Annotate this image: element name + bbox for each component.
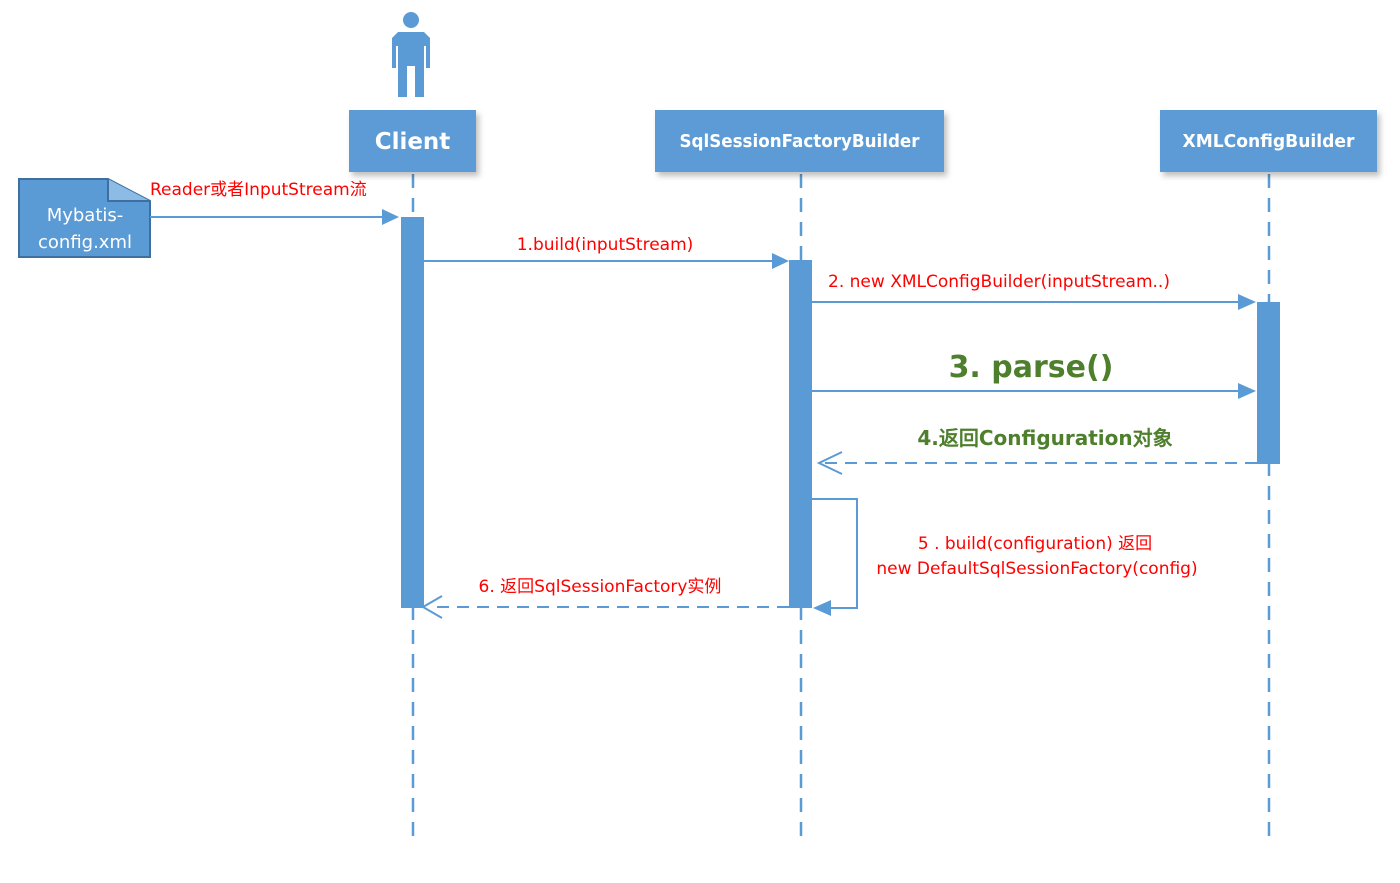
xmlconfigbuilder-activation: [1257, 302, 1280, 464]
participant-sqlsessionfactorybuilder-label: SqlSessionFactoryBuilder: [680, 131, 920, 152]
message-5-label-line2: new DefaultSqlSessionFactory(config): [876, 559, 1197, 579]
message-2-arrow: [812, 294, 1256, 310]
message-4-label: 4.返回Configuration对象: [917, 426, 1172, 450]
client-activation: [401, 217, 424, 608]
message-3-label: 3. parse(): [949, 350, 1114, 385]
participant-xmlconfigbuilder-label: XMLConfigBuilder: [1183, 131, 1355, 152]
message-6-label: 6. 返回SqlSessionFactory实例: [479, 577, 722, 597]
participant-client: Client: [349, 110, 476, 172]
message-6-arrow: [421, 595, 789, 619]
participant-sqlsessionfactorybuilder: SqlSessionFactoryBuilder: [655, 110, 944, 172]
person-icon: [392, 12, 430, 97]
config-file-label-line2: config.xml: [38, 232, 132, 253]
message-1-label: 1.build(inputStream): [517, 235, 694, 255]
participant-client-label: Client: [375, 129, 451, 155]
message-5-arrow: [812, 498, 858, 616]
document-icon: Mybatis- config.xml: [18, 178, 151, 258]
message-2-label: 2. new XMLConfigBuilder(inputStream..): [828, 272, 1170, 292]
config-file-label-line1: Mybatis-: [47, 205, 124, 226]
message-1-arrow: [424, 253, 789, 269]
input-arrow: [150, 209, 399, 225]
message-4-arrow: [816, 451, 1257, 475]
message-5-label-line1: 5 . build(configuration) 返回: [918, 534, 1152, 554]
message-3-arrow: [812, 383, 1256, 399]
sqlsessionfactorybuilder-activation: [789, 260, 812, 608]
participant-xmlconfigbuilder: XMLConfigBuilder: [1160, 110, 1377, 172]
input-stream-label: Reader或者InputStream流: [150, 180, 367, 200]
